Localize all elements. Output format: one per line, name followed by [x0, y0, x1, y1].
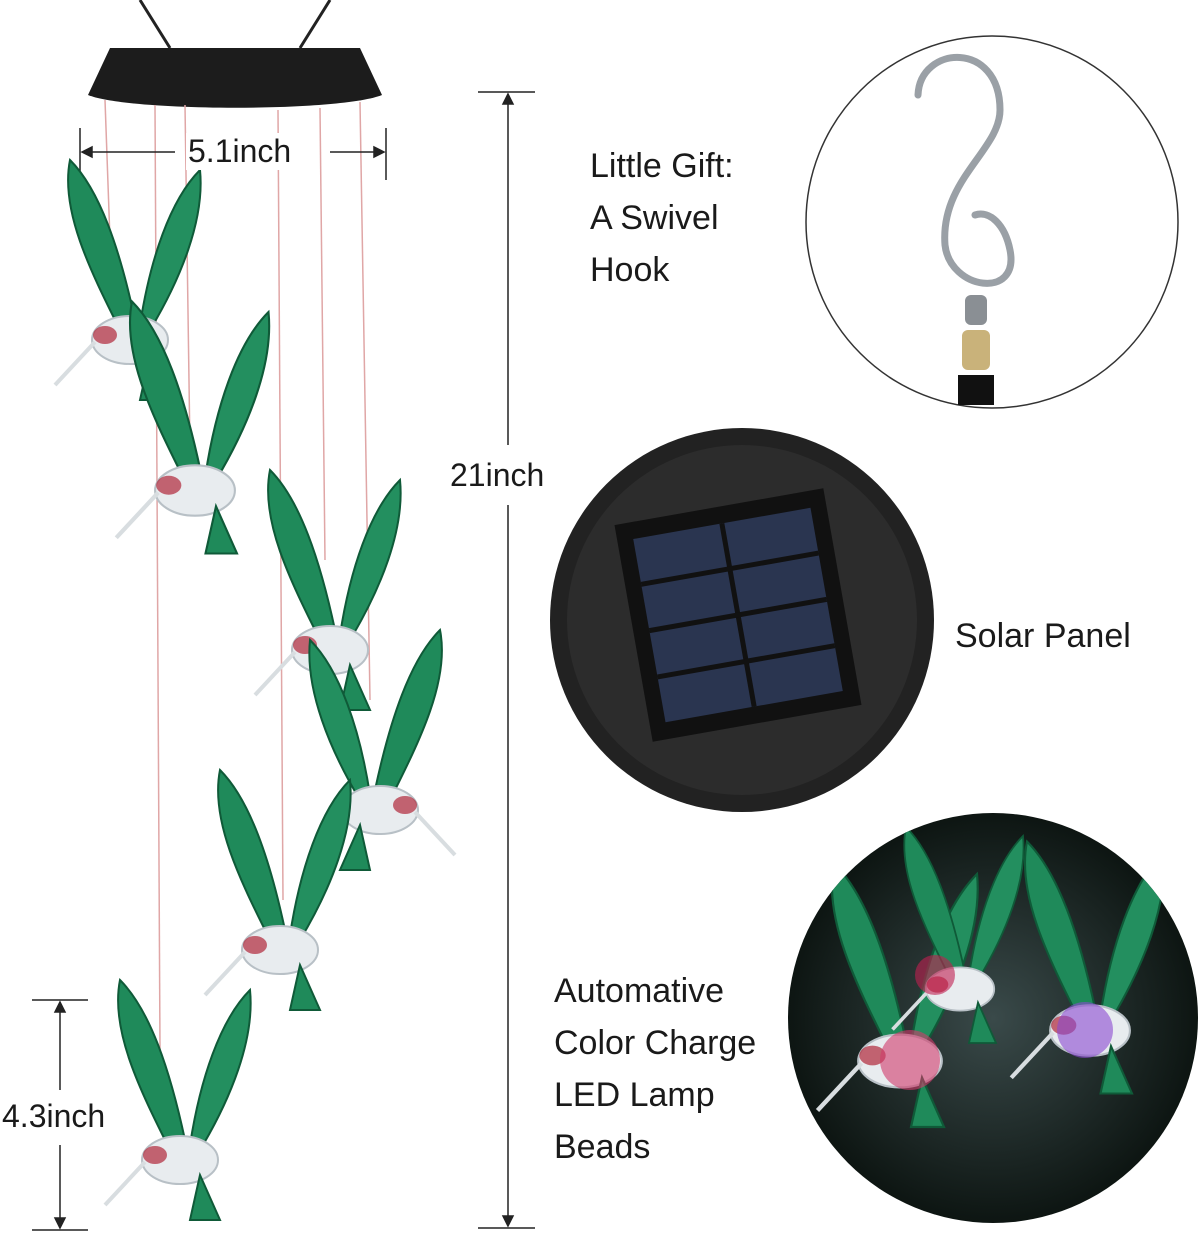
height-dimension: [478, 91, 535, 1229]
swivel-hook-icon: [805, 35, 1179, 409]
callout-line: Color Charge: [554, 1024, 757, 1062]
led-lamp-photo: [788, 813, 1198, 1223]
width-dimension-label: 5.1inch: [186, 133, 294, 170]
bird-dimension-label: 4.3inch: [2, 1098, 106, 1134]
hummingbird-icon: [53, 158, 457, 1222]
width-dimension: [79, 128, 387, 180]
callout-line: Automative: [554, 972, 725, 1010]
callout-line: Beads: [554, 1128, 651, 1166]
callout-line: Hook: [590, 251, 670, 289]
callout-line: A Swivel: [590, 199, 719, 237]
callout-line: Little Gift:: [590, 147, 734, 185]
solar-panel-icon: [550, 428, 934, 812]
callout-line: LED Lamp: [554, 1076, 715, 1114]
hook-callout: Little Gift: A Swivel Hook: [590, 140, 734, 296]
led-callout: Automative Color Charge LED Lamp Beads: [554, 965, 756, 1173]
bird-dimension: [32, 999, 88, 1231]
chime-top-housing: [88, 0, 382, 108]
callout-line: Solar Panel: [955, 617, 1131, 655]
solar-callout: Solar Panel: [955, 610, 1131, 662]
chime-strings: [104, 99, 371, 1051]
height-dimension-label: 21inch: [448, 457, 547, 494]
